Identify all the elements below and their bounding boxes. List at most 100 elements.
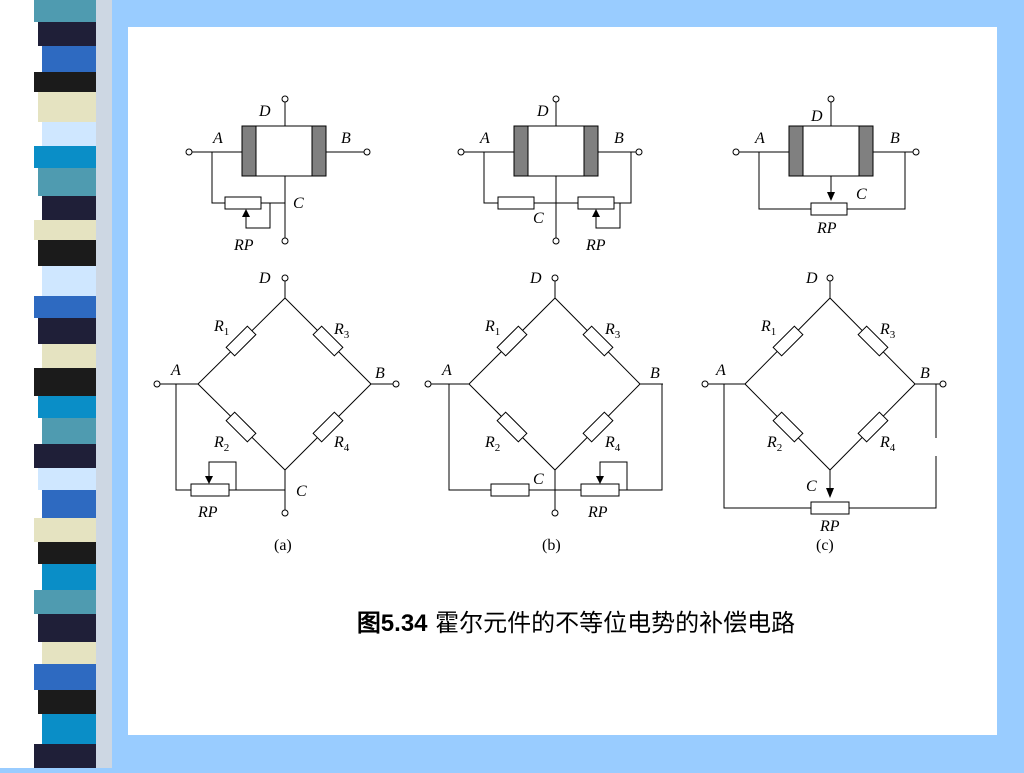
resistor-r4 [857, 411, 889, 443]
strip-band [42, 490, 96, 518]
label-c: C [806, 478, 817, 495]
terminal-c [551, 509, 559, 517]
hall-element-a: A B D C RP [185, 95, 371, 254]
label-c: C [293, 195, 304, 212]
strip-band [38, 690, 96, 714]
strip-band [42, 344, 96, 368]
strip-band [38, 168, 96, 196]
label-a: A [479, 130, 490, 147]
terminal-b [939, 380, 947, 388]
rp-resistor [190, 483, 230, 497]
strip-band [38, 240, 96, 266]
strip-band [38, 318, 96, 344]
terminal-b [912, 148, 920, 156]
fixed-resistor [490, 483, 530, 497]
terminal-a [732, 148, 740, 156]
label-r3: R3 [879, 321, 896, 341]
label-r3: R3 [333, 321, 350, 341]
label-d: D [529, 270, 542, 287]
rp-resistor [224, 196, 262, 210]
label-rp: RP [819, 518, 840, 535]
resistor-r3 [582, 325, 614, 357]
label-c: C [856, 186, 867, 203]
label-c: C [296, 483, 307, 500]
terminal-d [551, 274, 559, 282]
bridge-c: A B D C RP R1 R3 R2 R4 (c) [701, 270, 947, 554]
terminal-c [281, 509, 289, 517]
label-r3: R3 [604, 321, 621, 341]
label-r2: R2 [213, 434, 229, 454]
strip-band [34, 368, 96, 396]
label-sub-b: (b) [542, 537, 561, 554]
label-rp: RP [585, 237, 606, 254]
electrode-b [583, 125, 599, 177]
strip-band [42, 418, 96, 444]
figure-title: 霍尔元件的不等位电势的补偿电路 [435, 609, 796, 637]
terminal-b [392, 380, 400, 388]
label-d: D [536, 103, 549, 120]
electrode-a [788, 125, 804, 177]
strip-band [42, 46, 96, 72]
label-d: D [258, 103, 271, 120]
label-c: C [533, 210, 544, 227]
terminal-a [153, 380, 161, 388]
resistor-r2 [772, 411, 804, 443]
terminal-a [185, 148, 193, 156]
label-rp: RP [197, 504, 218, 521]
label-d: D [810, 108, 823, 125]
label-d: D [258, 270, 271, 287]
resistor-r2 [225, 411, 257, 443]
label-rp: RP [587, 504, 608, 521]
bridge-a: A B D C RP R1 R3 R2 R4 (a) [153, 270, 400, 554]
electrode-a [513, 125, 529, 177]
strip-band [38, 468, 96, 490]
figure-caption: 图5.34 霍尔元件的不等位电势的补偿电路 [128, 603, 1024, 638]
decorative-strip-graphic [0, 0, 128, 768]
label-sub-a: (a) [274, 537, 292, 554]
resistor-r1 [225, 325, 257, 357]
strip-band [34, 296, 96, 318]
terminal-c [552, 237, 560, 245]
label-r1: R1 [484, 318, 500, 338]
resistor-r2 [496, 411, 528, 443]
strip-band [42, 266, 96, 296]
electrode-b [311, 125, 327, 177]
fixed-resistor [497, 196, 535, 210]
label-r4: R4 [604, 434, 621, 454]
resistor-r1 [772, 325, 804, 357]
strip-band [34, 744, 96, 768]
strip-band [34, 146, 96, 168]
strip-edge-inner [112, 0, 128, 768]
label-b: B [920, 365, 930, 382]
label-a: A [754, 130, 765, 147]
resistor-r4 [582, 411, 614, 443]
strip-band [42, 122, 96, 146]
electrode-b [858, 125, 874, 177]
rp-wiper-arrow [826, 488, 834, 498]
electrode-a [241, 125, 257, 177]
strip-band [42, 196, 96, 220]
strip-band [42, 564, 96, 590]
rp-wiper-arrow [596, 476, 604, 484]
strip-band [38, 542, 96, 564]
rp-resistor [810, 501, 850, 515]
terminal-b [363, 148, 371, 156]
label-b: B [341, 130, 351, 147]
strip-band [34, 664, 96, 690]
terminal-d [552, 95, 560, 103]
resistor-r4 [312, 411, 344, 443]
strip-band [38, 22, 96, 46]
strip-band [42, 642, 96, 664]
label-d: D [805, 270, 818, 287]
terminal-d [827, 95, 835, 103]
label-a: A [715, 362, 726, 379]
label-rp: RP [816, 220, 837, 237]
strip-band [34, 220, 96, 240]
strip-band [34, 0, 96, 22]
label-r2: R2 [766, 434, 782, 454]
terminal-b [635, 148, 643, 156]
label-b: B [614, 130, 624, 147]
rp-wiper-arrow [242, 209, 250, 217]
rp-wiper-arrow [592, 209, 600, 217]
terminal-a [457, 148, 465, 156]
